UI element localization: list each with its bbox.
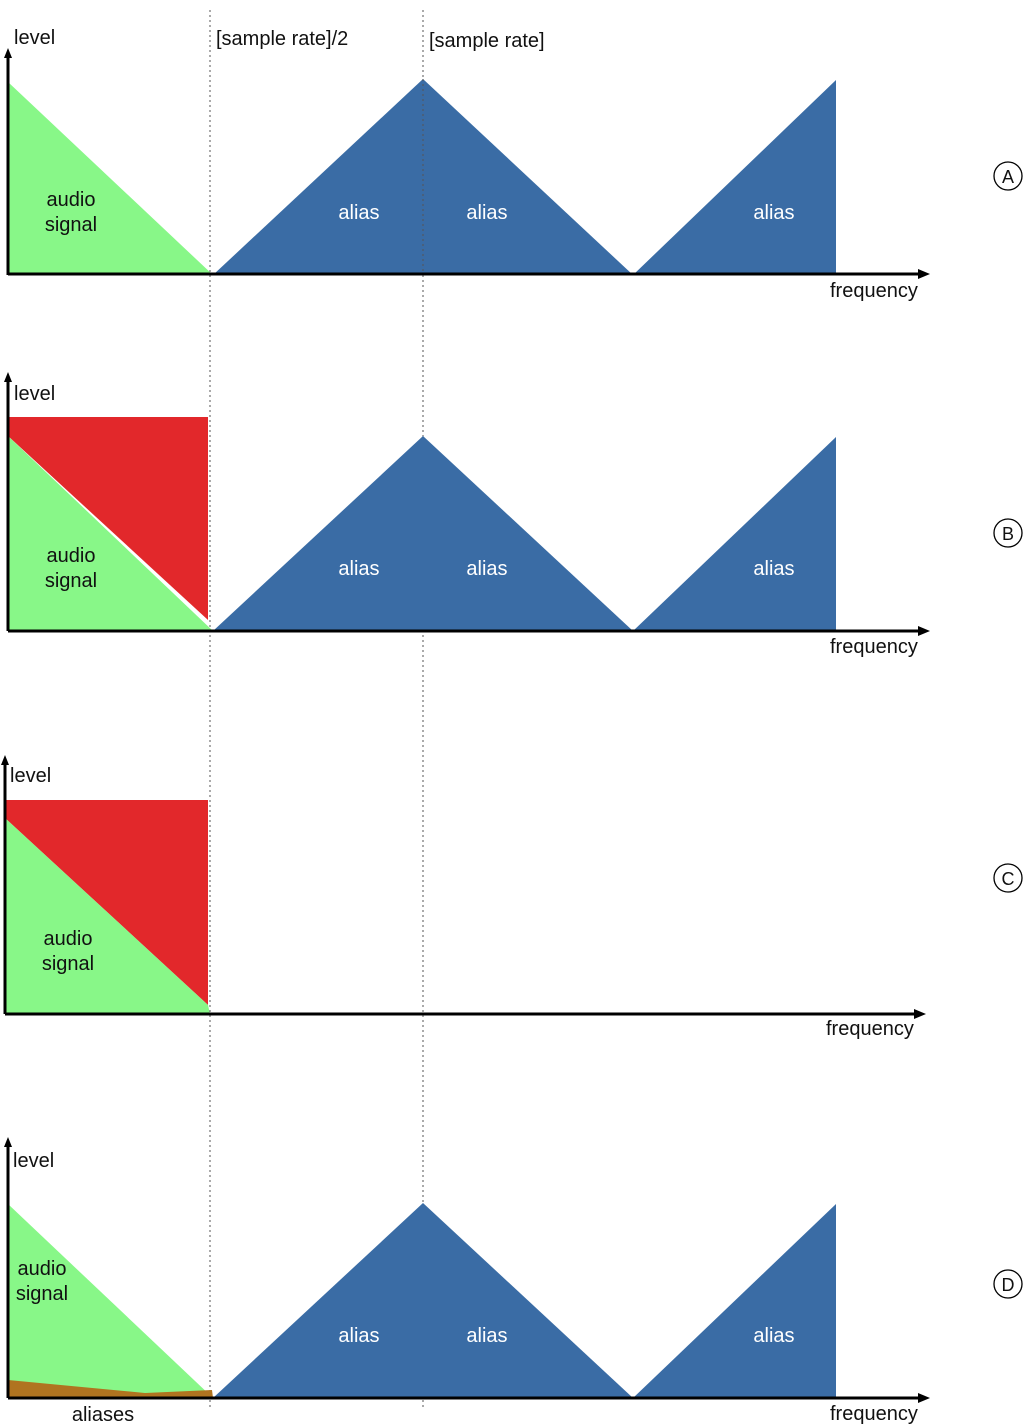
audio-signal-area — [8, 82, 213, 275]
panel-b: level frequency audio signal alias alias… — [4, 372, 1023, 658]
aliases-label: aliases — [72, 1404, 134, 1425]
signal-label-line2: signal — [45, 570, 97, 592]
level-label: level — [13, 1150, 54, 1172]
level-axis-arrow-icon — [1, 755, 9, 765]
panel-marker — [993, 161, 1023, 191]
signal-label-line2: signal — [42, 953, 94, 975]
level-axis-arrow-icon — [4, 1137, 12, 1147]
signal-label-line1: audio — [47, 545, 96, 567]
panel-marker — [993, 1269, 1023, 1299]
audio-signal-area — [8, 1204, 213, 1398]
audio-signal-area — [8, 436, 213, 631]
audio-signal-area — [5, 818, 210, 1014]
alias-label: alias — [338, 1325, 379, 1347]
signal-label-line2: signal — [45, 214, 97, 236]
alias-band-1 — [213, 1203, 633, 1398]
level-label: level — [14, 383, 55, 405]
alias-label: alias — [753, 202, 794, 224]
cut-region — [5, 800, 208, 1005]
panel-marker-letter: C — [1002, 869, 1015, 889]
frequency-label: frequency — [830, 1403, 918, 1425]
frequency-label: frequency — [826, 1018, 914, 1040]
level-axis-arrow-icon — [4, 48, 12, 58]
panel-marker — [993, 518, 1023, 548]
panel-a: level frequency audio signal alias alias… — [4, 27, 1023, 302]
alias-label: alias — [466, 202, 507, 224]
alias-band-2 — [633, 80, 836, 275]
frequency-label: frequency — [830, 636, 918, 658]
alias-band-2 — [633, 1204, 836, 1398]
alias-label: alias — [338, 202, 379, 224]
half-sample-rate-label: [sample rate]/2 — [216, 28, 348, 50]
panel-marker-letter: B — [1002, 524, 1014, 544]
signal-label-line1: audio — [44, 928, 93, 950]
alias-band-1 — [213, 79, 633, 275]
panel-c: level frequency audio signal C — [1, 755, 1023, 1040]
alias-label: alias — [466, 558, 507, 580]
alias-label: alias — [338, 558, 379, 580]
alias-band-1 — [213, 436, 633, 631]
alias-label: alias — [466, 1325, 507, 1347]
alias-band-2 — [633, 437, 836, 631]
panel-d: level frequency audio signal aliases ali… — [4, 1137, 1023, 1425]
alias-label: alias — [753, 558, 794, 580]
frequency-label: frequency — [830, 280, 918, 302]
alias-label: alias — [753, 1325, 794, 1347]
frequency-axis-arrow-icon — [918, 626, 930, 636]
frequency-axis-arrow-icon — [918, 1393, 930, 1403]
panel-marker-letter: A — [1002, 167, 1014, 187]
signal-label-line2: signal — [16, 1283, 68, 1305]
panel-marker — [993, 863, 1023, 893]
cut-region — [8, 417, 208, 620]
alias-residue-area — [8, 1380, 213, 1398]
panel-marker-letter: D — [1002, 1275, 1015, 1295]
frequency-axis-arrow-icon — [918, 269, 930, 279]
level-label: level — [10, 765, 51, 787]
signal-label-line1: audio — [47, 189, 96, 211]
level-axis-arrow-icon — [4, 372, 12, 382]
level-label: level — [14, 27, 55, 49]
signal-label-line1: audio — [18, 1258, 67, 1280]
frequency-axis-arrow-icon — [914, 1009, 926, 1019]
sample-rate-label: [sample rate] — [429, 30, 545, 52]
